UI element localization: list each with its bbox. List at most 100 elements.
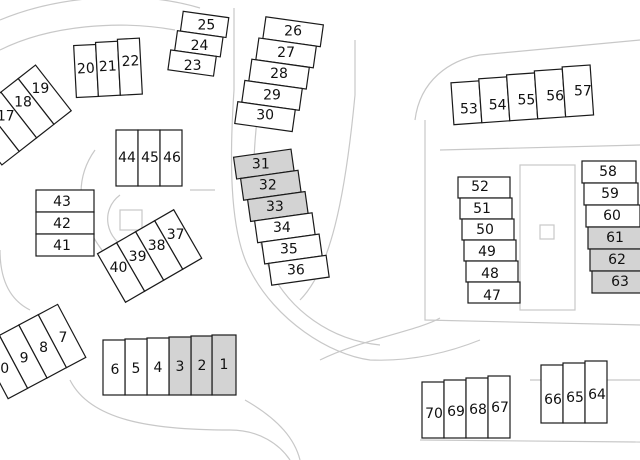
unit-40[interactable]: 40	[96, 241, 146, 304]
unit-label: 69	[447, 404, 465, 420]
unit-2[interactable]: 2	[190, 335, 213, 396]
unit-70[interactable]: 70	[421, 381, 445, 439]
unit-55[interactable]: 55	[505, 72, 539, 122]
unit-69[interactable]: 69	[443, 379, 467, 439]
unit-label: 9	[20, 350, 29, 366]
unit-label: 22	[121, 53, 140, 70]
unit-47[interactable]: 47	[467, 281, 521, 304]
unit-35[interactable]: 35	[260, 233, 323, 265]
unit-64[interactable]: 64	[584, 360, 608, 424]
unit-23[interactable]: 23	[167, 49, 217, 78]
unit-18[interactable]: 18	[0, 77, 55, 139]
unit-1[interactable]: 1	[211, 334, 237, 396]
unit-label: 52	[471, 179, 489, 195]
unit-30[interactable]: 30	[234, 101, 296, 133]
unit-61[interactable]: 61	[587, 226, 640, 250]
unit-10[interactable]: 0	[0, 334, 29, 400]
unit-label: 41	[53, 238, 71, 254]
unit-51[interactable]: 51	[459, 197, 513, 220]
unit-65[interactable]: 65	[562, 362, 586, 424]
unit-label: 47	[483, 288, 501, 304]
unit-label: 21	[99, 58, 118, 75]
unit-label: 54	[489, 98, 507, 114]
unit-31[interactable]: 31	[232, 148, 295, 180]
unit-label: 48	[481, 266, 499, 282]
unit-53[interactable]: 53	[450, 80, 483, 126]
unit-label: 58	[599, 164, 617, 180]
unit-label: 39	[129, 249, 147, 265]
unit-28[interactable]: 28	[248, 58, 310, 90]
unit-6[interactable]: 6	[102, 339, 126, 396]
unit-49[interactable]: 49	[463, 239, 517, 262]
unit-26[interactable]: 26	[262, 16, 325, 48]
unit-label: 56	[546, 89, 564, 105]
unit-20[interactable]: 20	[73, 43, 100, 99]
unit-43[interactable]: 43	[35, 189, 95, 213]
unit-label: 27	[277, 45, 295, 61]
unit-48[interactable]: 48	[465, 260, 519, 283]
unit-label: 5	[132, 361, 141, 377]
unit-66[interactable]: 66	[540, 364, 564, 424]
unit-29[interactable]: 29	[241, 79, 303, 112]
unit-36[interactable]: 36	[267, 254, 330, 286]
unit-4[interactable]: 4	[146, 337, 170, 396]
unit-label: 24	[191, 38, 209, 54]
unit-label: 66	[544, 392, 562, 408]
unit-25[interactable]: 25	[179, 10, 230, 39]
unit-62[interactable]: 62	[589, 248, 640, 272]
unit-41[interactable]: 41	[35, 233, 95, 257]
unit-label: 49	[478, 244, 496, 260]
unit-46[interactable]: 46	[159, 129, 183, 187]
unit-24[interactable]: 24	[174, 29, 224, 58]
unit-56[interactable]: 56	[533, 68, 567, 120]
unit-label: 33	[266, 199, 284, 215]
unit-27[interactable]: 27	[255, 37, 318, 69]
unit-label: 2	[198, 358, 207, 374]
unit-58[interactable]: 58	[581, 160, 637, 184]
unit-label: 0	[0, 361, 9, 377]
unit-label: 64	[588, 387, 606, 403]
unit-19[interactable]: 19	[17, 64, 73, 126]
unit-label: 65	[566, 390, 584, 406]
unit-label: 19	[31, 81, 49, 97]
unit-45[interactable]: 45	[137, 129, 161, 187]
unit-label: 59	[601, 186, 619, 202]
unit-52[interactable]: 52	[457, 176, 511, 199]
unit-3[interactable]: 3	[168, 336, 192, 396]
unit-label: 50	[476, 222, 494, 238]
unit-67[interactable]: 67	[487, 375, 511, 439]
unit-label: 28	[270, 66, 288, 82]
unit-33[interactable]: 33	[246, 190, 309, 223]
unit-42[interactable]: 42	[35, 211, 95, 235]
unit-label: 20	[77, 61, 96, 78]
unit-blocks: 1 2 3 4 5 6 7 8 9 0 19 18 17 6 20 21 22 …	[0, 10, 640, 439]
unit-label: 7	[58, 330, 67, 346]
unit-39[interactable]: 39	[115, 230, 165, 293]
unit-60[interactable]: 60	[585, 204, 640, 228]
unit-59[interactable]: 59	[583, 182, 639, 206]
unit-label: 36	[287, 263, 305, 279]
unit-label: 8	[39, 340, 48, 356]
unit-label: 45	[141, 150, 159, 166]
unit-63[interactable]: 63	[591, 270, 640, 294]
unit-68[interactable]: 68	[465, 377, 489, 439]
unit-label: 17	[0, 108, 15, 124]
unit-label: 44	[118, 150, 136, 166]
unit-50[interactable]: 50	[461, 218, 515, 241]
unit-57[interactable]: 57	[561, 64, 595, 118]
unit-label: 53	[460, 102, 478, 118]
unit-16[interactable]: 6	[0, 104, 21, 166]
unit-label: 30	[256, 108, 274, 124]
unit-label: 70	[425, 406, 443, 422]
unit-54[interactable]: 54	[478, 76, 511, 124]
unit-22[interactable]: 22	[116, 37, 143, 96]
unit-21[interactable]: 21	[94, 40, 121, 98]
unit-label: 23	[184, 58, 202, 74]
unit-5[interactable]: 5	[124, 338, 148, 396]
unit-34[interactable]: 34	[253, 212, 316, 244]
unit-44[interactable]: 44	[115, 129, 139, 187]
unit-label: 60	[603, 208, 621, 224]
unit-38[interactable]: 38	[134, 219, 184, 282]
